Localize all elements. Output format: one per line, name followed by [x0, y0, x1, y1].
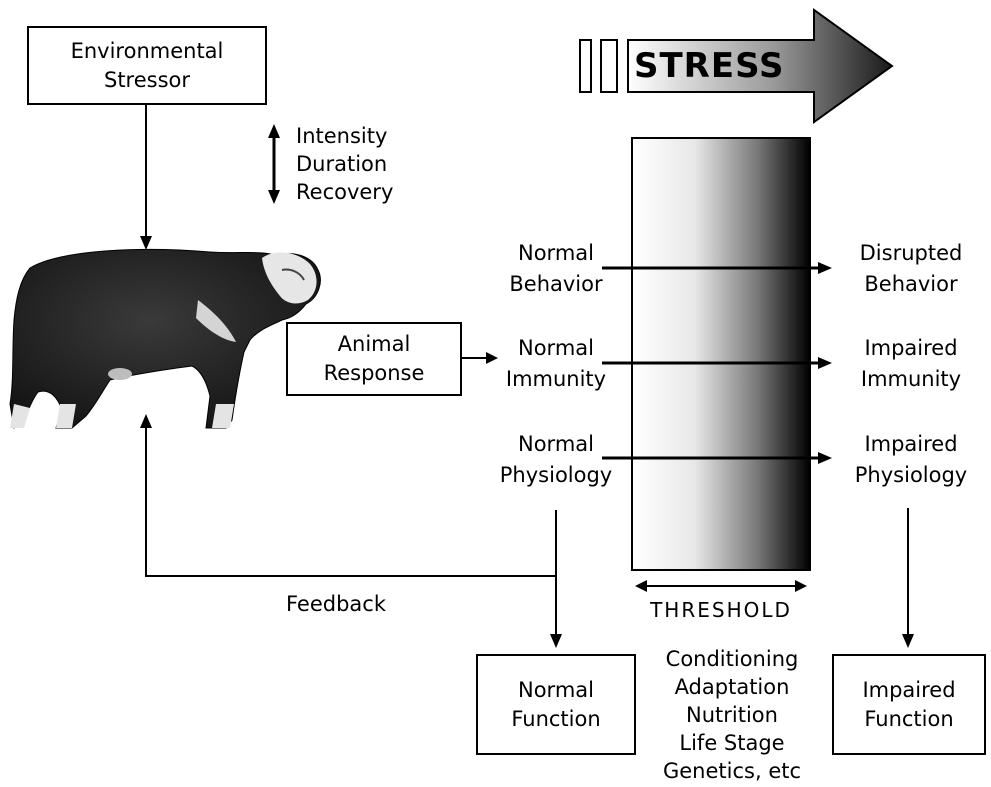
stressor-to-animal-arrow	[140, 105, 152, 250]
to-normal-function-arrow	[550, 576, 562, 648]
animal-response-line-2: Response	[324, 359, 425, 388]
stress-arrow-tick-2	[601, 40, 617, 92]
disrupted-behavior-label: Disrupted Behavior	[836, 238, 986, 300]
to-impaired-function-arrow	[902, 508, 914, 648]
modifier-life-stage: Life Stage	[640, 729, 824, 757]
threshold-label: THRESHOLD	[632, 595, 810, 626]
impaired-function-line-1: Impaired	[862, 676, 955, 705]
feedback-label: Feedback	[286, 589, 386, 620]
factor-duration: Duration	[296, 150, 393, 178]
impaired-function-line-2: Function	[864, 705, 953, 734]
normal-function-line-2: Function	[511, 705, 600, 734]
factor-intensity: Intensity	[296, 122, 393, 150]
physiology-arrowhead	[818, 452, 832, 464]
stressor-factors-list: Intensity Duration Recovery	[296, 122, 393, 206]
impaired-function-box: Impaired Function	[832, 654, 986, 755]
normal-function-box: Normal Function	[476, 654, 636, 755]
normal-behavior-label: Normal Behavior	[486, 238, 626, 300]
normal-physiology-label: Normal Physiology	[486, 429, 626, 491]
behavior-arrowhead	[818, 262, 832, 274]
impaired-physiology-label: Impaired Physiology	[836, 429, 986, 491]
factor-double-arrow	[268, 124, 280, 204]
modifier-nutrition: Nutrition	[640, 701, 824, 729]
normal-function-line-1: Normal	[518, 676, 594, 705]
modifiers-list: Conditioning Adaptation Nutrition Life S…	[640, 645, 824, 785]
modifier-conditioning: Conditioning	[640, 645, 824, 673]
animal-response-box: Animal Response	[286, 322, 462, 396]
modifier-genetics: Genetics, etc	[640, 757, 824, 785]
stress-arrow-tick-1	[580, 40, 591, 92]
stress-gradient-bar	[632, 138, 810, 570]
immunity-arrowhead	[818, 357, 832, 369]
modifier-adaptation: Adaptation	[640, 673, 824, 701]
normal-immunity-label: Normal Immunity	[486, 333, 626, 395]
impaired-immunity-label: Impaired Immunity	[836, 333, 986, 395]
factor-recovery: Recovery	[296, 178, 393, 206]
cow-image	[10, 249, 320, 428]
animal-response-line-1: Animal	[338, 330, 411, 359]
environmental-stressor-box: Environmental Stressor	[27, 26, 267, 105]
stress-arrow-label: STRESS	[634, 46, 785, 86]
environmental-stressor-line-1: Environmental	[71, 37, 224, 66]
threshold-double-arrow	[635, 580, 807, 592]
environmental-stressor-line-2: Stressor	[104, 66, 190, 95]
